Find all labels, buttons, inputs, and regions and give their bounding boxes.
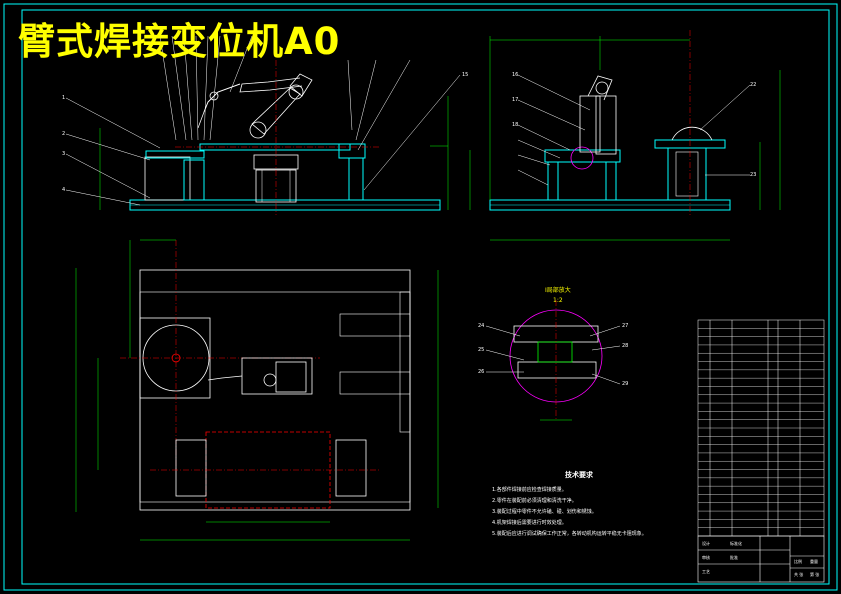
title-block-label: 重量 [810,559,818,564]
balloon: 4 [62,187,66,193]
tech-requirement-item: 1.各部件焊接前应检查焊接质量。 [492,487,567,493]
balloon: 3 [62,151,66,157]
balloon: 29 [622,381,629,387]
balloon: 28 [622,343,629,349]
title-block-label: 共 张 [794,572,804,577]
robot-arm-icon [197,73,313,139]
tech-requirement-item: 3.装配过程中零件不允许磕、碰、划伤和锈蚀。 [492,509,597,515]
turntable-icon [654,126,726,201]
plan-view [75,239,439,541]
balloon: 17 [512,97,519,103]
detail-scale: 1:2 [553,297,563,304]
title-block-label: 设计 [702,541,710,546]
tech-requirement-item: 4.机架焊接后需要进行时效处理。 [492,520,567,526]
balloon: 23 [750,172,757,178]
balloon: 25 [478,347,485,353]
title-block-label: 标准化 [730,541,742,546]
balloon: 27 [622,323,629,329]
outer-border [3,3,838,591]
inner-border [21,9,830,585]
balloon: 24 [478,323,485,329]
balloon: 22 [750,82,757,88]
bom-rows [698,328,824,528]
title-block [697,535,825,583]
title-block-label: 第 张 [810,572,820,577]
drawing-title: 臂式焊接变位机A0 [18,20,341,63]
balloon: 2 [62,131,66,137]
side-view [469,30,781,241]
balloon: 15 [462,72,469,78]
balloon: 1 [62,95,66,101]
front-view [65,35,461,215]
title-block-label: 审核 [702,555,710,560]
balloon: 26 [478,369,485,375]
title-block-label: 比例 [794,559,802,564]
detail-view [485,300,621,421]
balloon: 18 [512,122,519,128]
title-block-label: 批准 [730,555,738,560]
positioner-icon [207,357,313,395]
tech-requirement-item: 2.零件在装配前必须清理和清洗干净。 [492,498,577,504]
tech-requirement-item: 5.装配后应进行调试确保工作正常，各转动机构运转平稳无卡阻现象。 [492,531,647,537]
balloon: 16 [512,72,519,78]
detail-title: I局部放大 [545,287,571,294]
tech-requirements-title: 技术要求 [565,471,593,479]
title-block-label: 工艺 [702,569,710,574]
